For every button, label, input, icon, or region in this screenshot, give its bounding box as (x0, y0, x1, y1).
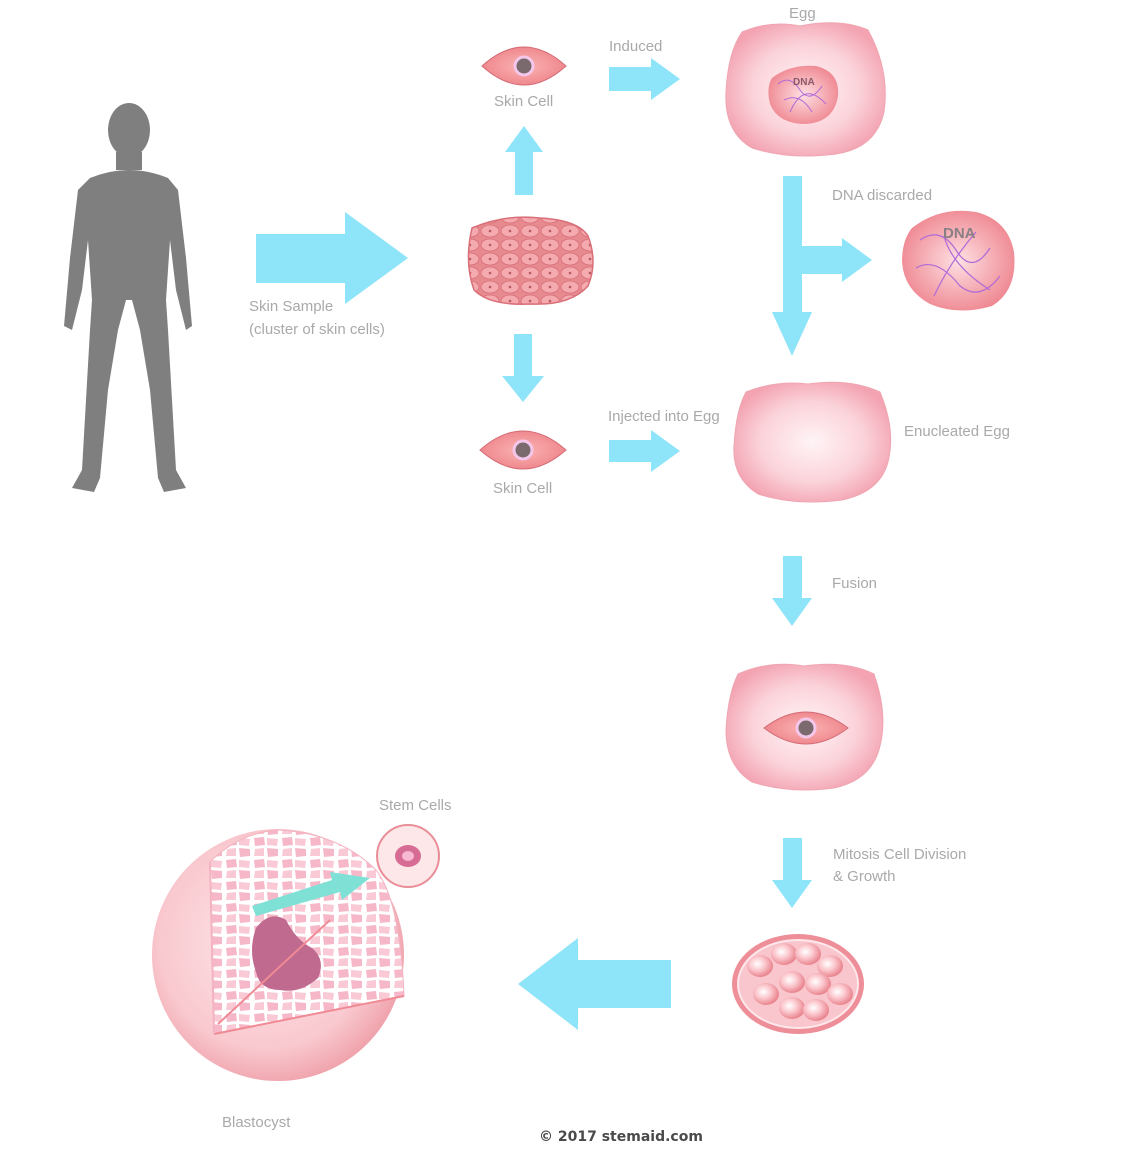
copyright-text: © 2017 stemaid.com (539, 1129, 703, 1145)
dna-large-label: DNA (943, 225, 976, 242)
skin-sample-label: Skin Sample (249, 298, 334, 315)
dna-small-label: DNA (793, 77, 815, 88)
fusion-label: Fusion (832, 575, 878, 592)
blastocyst (152, 829, 405, 1081)
skin-cell-top (481, 46, 567, 86)
mitosis-arrow (772, 838, 812, 908)
growth-arrow-left (518, 938, 671, 1030)
stem-cells-label: Stem Cells (379, 797, 452, 814)
stem-cell (376, 824, 440, 888)
fusion-arrow (772, 556, 812, 626)
induced-label: Induced (609, 38, 663, 55)
skin-cell-bottom (479, 430, 567, 470)
induced-arrow (609, 58, 680, 100)
discarded-dna (902, 210, 1015, 311)
injected-into-egg-label: Injected into Egg (608, 408, 720, 425)
fused-egg (725, 663, 884, 791)
skin-cell-top-label: Skin Cell (494, 93, 554, 110)
skin-sample-sub-label: (cluster of skin cells) (249, 321, 385, 338)
injected-arrow (609, 430, 680, 472)
down-arrow (502, 334, 544, 402)
stem-cell-arrow (252, 872, 370, 916)
up-arrow (505, 126, 543, 195)
egg-title-label: Egg (789, 5, 816, 22)
skin-cell-bottom-label: Skin Cell (493, 480, 553, 497)
egg-with-dna (725, 22, 886, 157)
skin-sample-arrow (256, 212, 408, 304)
mitosis-label: Mitosis Cell Division (833, 846, 967, 863)
dna-discarded-label: DNA discarded (832, 187, 933, 204)
dna-discard-arrow (772, 176, 872, 356)
morula-cells (732, 934, 864, 1034)
enucleated-egg (733, 381, 892, 503)
growth-label: & Growth (833, 868, 896, 885)
human-silhouette-icon (64, 103, 192, 492)
enucleated-egg-label: Enucleated Egg (904, 423, 1010, 440)
blastocyst-label: Blastocyst (222, 1114, 291, 1131)
skin-sample-cluster (467, 216, 594, 305)
